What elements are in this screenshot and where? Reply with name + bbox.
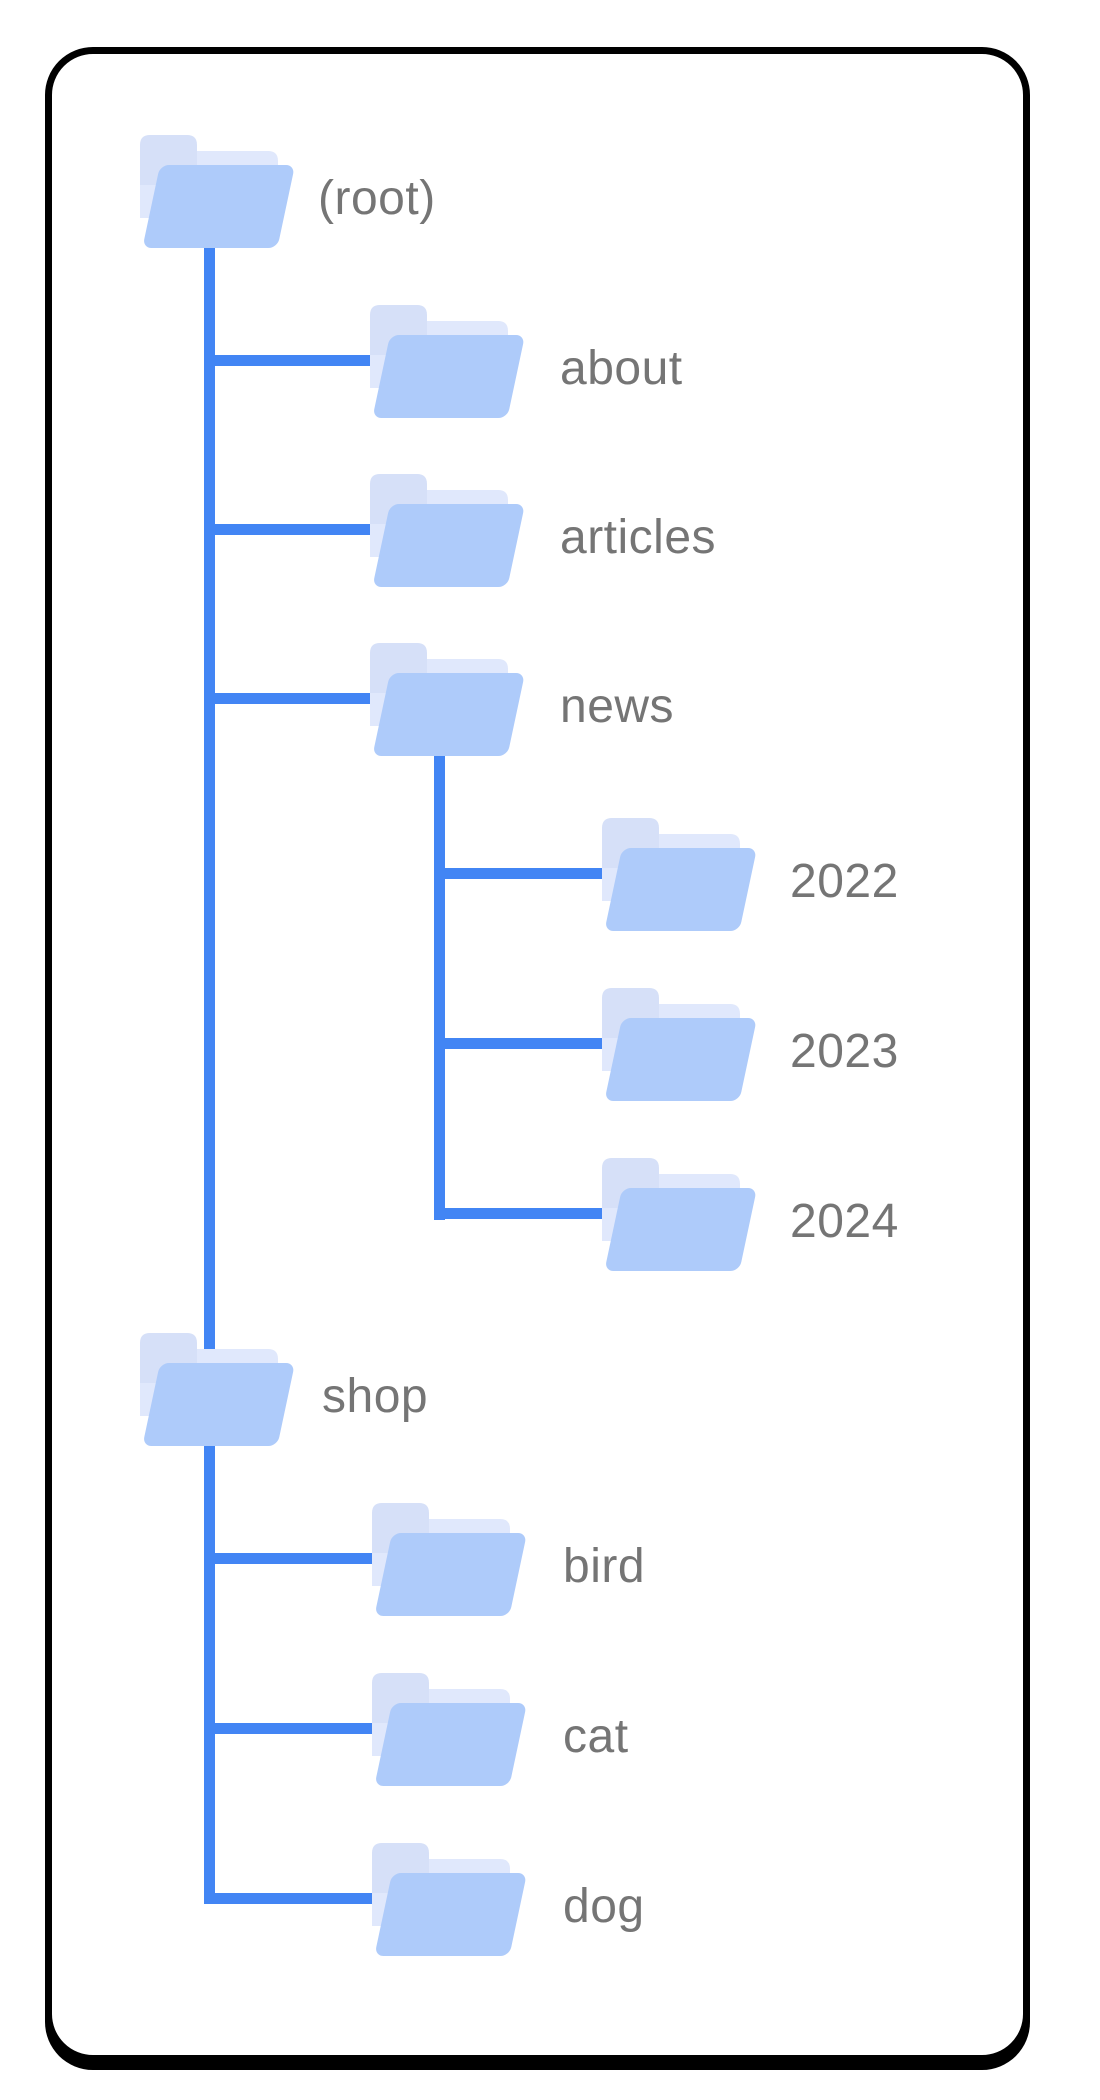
node-label-bird: bird [563,1540,646,1593]
node-label-cat: cat [563,1710,629,1763]
connector-trunk-news [434,754,445,1220]
folder-icon-2024 [602,1158,756,1271]
folder-icon-2023 [602,988,756,1101]
folder-icon-root [140,135,294,248]
connector-branch-cat [204,1723,374,1734]
node-label-shop: shop [322,1370,429,1423]
node-label-dog: dog [563,1880,645,1933]
folder-icon-2022 [602,818,756,931]
node-label-root: (root) [318,172,436,225]
node-label-2023: 2023 [790,1025,899,1078]
connector-branch-2023 [434,1038,606,1049]
connector-trunk-root [204,246,215,1904]
folder-icon-cat [372,1673,526,1786]
connector-branch-articles [204,524,374,535]
node-label-news: news [560,680,675,733]
folder-icon-shop [140,1333,294,1446]
node-label-2024: 2024 [790,1195,899,1248]
connector-branch-bird [204,1553,374,1564]
connector-branch-dog [204,1893,374,1904]
folder-icon-about [370,305,524,418]
connector-branch-2024 [434,1208,606,1219]
folder-icon-dog [372,1843,526,1956]
node-label-about: about [560,342,683,395]
connector-branch-news [204,693,374,704]
node-label-2022: 2022 [790,855,899,908]
connector-branch-about [204,355,374,366]
connector-branch-2022 [434,868,606,879]
folder-icon-articles [370,474,524,587]
node-label-articles: articles [560,511,717,564]
folder-icon-news [370,643,524,756]
folder-icon-bird [372,1503,526,1616]
